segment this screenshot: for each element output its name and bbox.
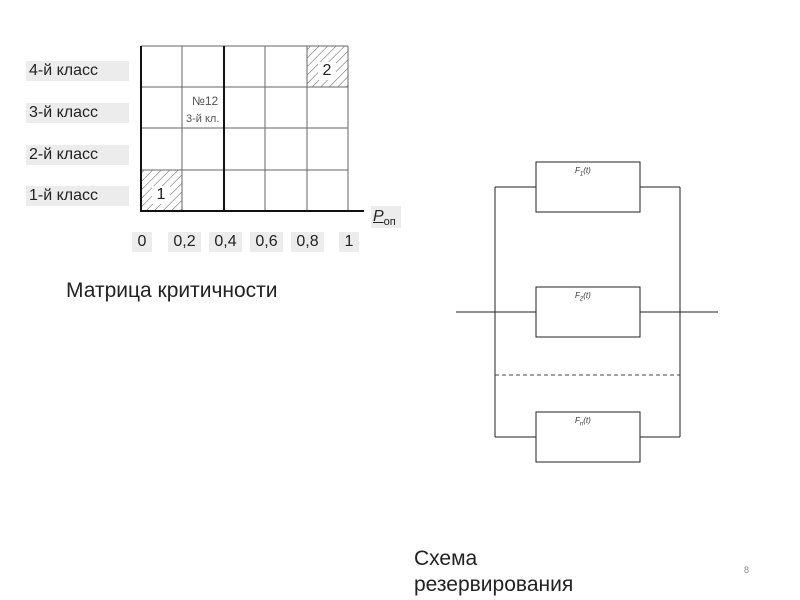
- matrix-title: Матрица критичности: [66, 279, 278, 302]
- block-f2-arg: (t): [583, 291, 591, 300]
- block-fn-arg: (t): [583, 416, 591, 425]
- tick-0-8: 0,8: [291, 232, 324, 252]
- cell-note-class: 3-й кл.: [186, 113, 220, 125]
- block-f1-letter: F: [575, 166, 580, 175]
- cell-label-1: 1: [152, 186, 170, 204]
- block-fn-label: Fn(t): [575, 416, 591, 428]
- class-label-4: 4-й класс: [26, 61, 129, 81]
- scheme-title-line2: резервирования: [414, 573, 574, 596]
- tick-0-4: 0,4: [209, 232, 242, 252]
- block-f2: [535, 286, 641, 338]
- cell-note-number: №12: [192, 94, 219, 108]
- block-f1-arg: (t): [583, 166, 591, 175]
- block-f1: [535, 161, 641, 213]
- block-fn-letter: F: [575, 416, 580, 425]
- block-f2-letter: F: [575, 291, 580, 300]
- axis-name-sub: оп: [383, 216, 396, 229]
- block-fn: [535, 411, 641, 463]
- axis-name-letter: P: [373, 208, 384, 225]
- class-label-1: 1-й класс: [26, 186, 129, 206]
- scheme-title: Схема резервирования: [414, 546, 714, 600]
- block-f1-sub: 1: [579, 171, 584, 178]
- tick-0: 0: [132, 232, 152, 252]
- tick-0-6: 0,6: [250, 232, 283, 252]
- tick-0-2: 0,2: [168, 232, 201, 252]
- block-fn-sub: n: [579, 421, 584, 428]
- page-number: 8: [744, 565, 750, 575]
- block-f1-label: F1(t): [575, 166, 591, 178]
- axis-name-p: Pоп: [371, 206, 401, 228]
- tick-1: 1: [339, 232, 359, 252]
- class-label-2: 2-й класс: [26, 145, 129, 165]
- matrix-grid: [141, 45, 349, 211]
- block-f2-sub: 2: [579, 296, 584, 303]
- block-f2-label: F2(t): [575, 291, 591, 303]
- class-label-3: 3-й класс: [26, 103, 129, 123]
- scheme-title-line1: Схема: [414, 547, 478, 570]
- cell-label-2: 2: [318, 62, 336, 80]
